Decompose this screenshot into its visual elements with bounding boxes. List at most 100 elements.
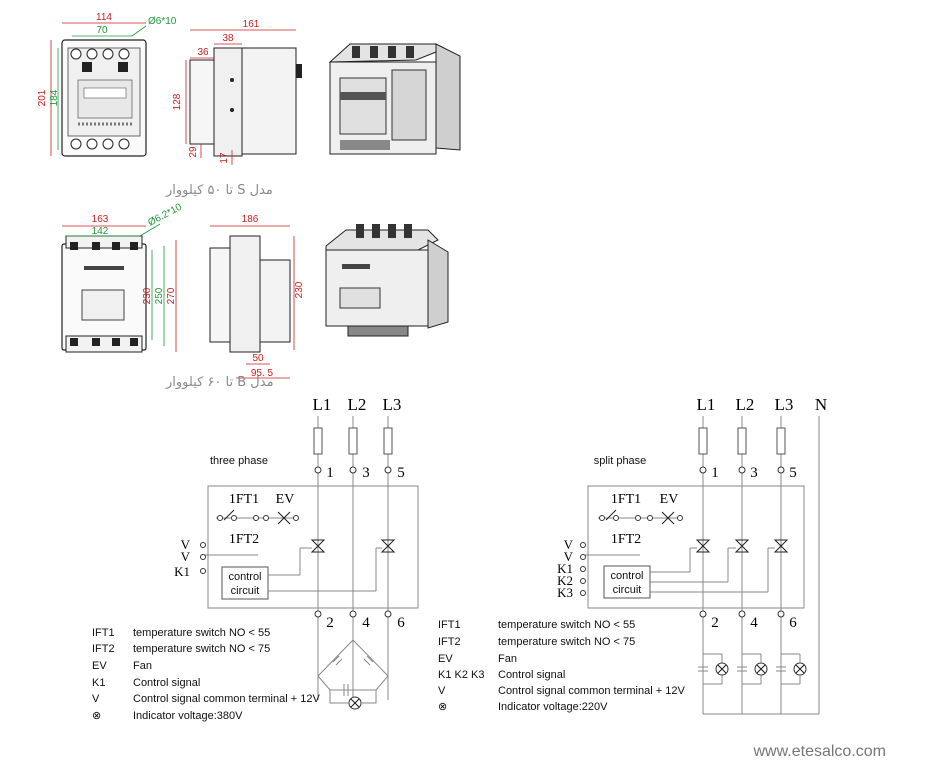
three-phase-input-k1: K1	[174, 564, 190, 579]
three-phase-circuit-label: circuit	[231, 585, 260, 597]
split-phase-title: split phase	[594, 455, 647, 467]
split-phase-terminal-4: 4	[750, 615, 758, 631]
model-b-depth: 186	[242, 214, 259, 225]
legend-left-code-4: K1	[92, 677, 105, 689]
three-phase-terminal-6: 6	[397, 615, 405, 631]
legend-left-desc-1: temperature switch NO < 55	[133, 627, 270, 639]
legend-left-desc-6: Indicator voltage:380V	[133, 710, 243, 722]
legend-left-indicator-icon: ⊗	[92, 710, 101, 722]
three-phase-label-l1: L1	[313, 395, 332, 414]
three-phase-ft2: 1FT2	[229, 532, 259, 547]
three-phase-ev: EV	[276, 492, 295, 507]
three-phase-terminal-2: 2	[326, 615, 334, 631]
model-b-h250: 250	[154, 287, 165, 304]
split-phase-input-k1: K1	[557, 561, 573, 576]
model-s-height: 201	[37, 89, 48, 106]
model-s-d17: 17	[219, 152, 230, 164]
legend-split-phase: IFT1 temperature switch NO < 55 IFT2 tem…	[438, 619, 685, 713]
model-b-caption: مدل B تا ۶۰ کیلووار	[165, 375, 274, 390]
model-b-width: 163	[92, 214, 109, 225]
split-phase-indicator-3	[776, 653, 807, 685]
legend-right-code-4: K1 K2 K3	[438, 669, 484, 681]
three-phase-title: three phase	[210, 455, 268, 467]
legend-right-code-1: IFT1	[438, 619, 461, 631]
legend-right-desc-5: Control signal common terminal + 12V	[498, 685, 685, 697]
legend-right-desc-4: Control signal	[498, 669, 565, 681]
legend-right-code-5: V	[438, 685, 446, 697]
legend-left-desc-4: Control signal	[133, 677, 200, 689]
split-phase-terminal-1: 1	[711, 465, 719, 481]
model-s-h128: 128	[172, 93, 183, 110]
legend-left-desc-5: Control signal common terminal + 12V	[133, 693, 320, 705]
model-b-inner-width: 142	[92, 226, 109, 237]
three-phase-label-l3: L3	[383, 395, 402, 414]
split-phase-label-l2: L2	[736, 395, 755, 414]
three-phase-terminal-1: 1	[326, 465, 334, 481]
split-phase-terminal-5: 5	[789, 465, 797, 481]
split-phase-control-label: control	[610, 570, 643, 582]
split-phase-label-l3: L3	[775, 395, 794, 414]
legend-right-code-3: EV	[438, 653, 453, 665]
model-s-front-view: 114 70 Ø6*10 201 184	[37, 12, 177, 157]
legend-left-code-2: IFT2	[92, 643, 115, 655]
three-phase-terminal-5: 5	[397, 465, 405, 481]
model-b-h270: 270	[166, 287, 177, 304]
three-phase-terminal-3: 3	[362, 465, 370, 481]
model-b-d50: 50	[252, 353, 264, 364]
model-b-hole: Ø6.2*10	[146, 202, 184, 229]
legend-right-desc-1: temperature switch NO < 55	[498, 619, 635, 631]
model-b-side-view: 186 230 50 95. 5	[209, 214, 305, 379]
three-phase-input-v1: V	[181, 537, 191, 552]
three-phase-ft1: 1FT1	[229, 492, 259, 507]
model-s-inner-width: 70	[96, 25, 108, 36]
model-s-width: 114	[96, 12, 112, 23]
model-b-front-view: 163 142 Ø6.2*10 230 250 270	[61, 202, 184, 353]
split-phase-label-n: N	[815, 395, 827, 414]
model-s-d29: 29	[188, 146, 199, 158]
legend-right-code-2: IFT2	[438, 636, 461, 648]
split-phase-circuit-label: circuit	[613, 584, 642, 596]
split-phase-input-k2: K2	[557, 573, 573, 588]
split-phase-terminal-2: 2	[711, 615, 719, 631]
split-phase-input-v2: V	[564, 549, 574, 564]
model-s-hole: Ø6*10	[148, 16, 177, 27]
split-phase-terminal-3: 3	[750, 465, 758, 481]
model-b-h230: 230	[142, 287, 153, 304]
model-s-d36: 36	[197, 47, 209, 58]
three-phase-control-label: control	[228, 571, 261, 583]
model-b-product-drawing	[325, 224, 449, 337]
legend-right-desc-3: Fan	[498, 653, 517, 665]
website-url: www.etesalco.com	[753, 743, 887, 760]
split-phase-label-l1: L1	[697, 395, 716, 414]
split-phase-indicator-2	[737, 653, 768, 685]
split-phase-ev: EV	[660, 492, 679, 507]
model-s-side-view: 161 38 36 128 29 17	[172, 19, 302, 165]
model-s-caption: مدل S تا ۵۰ کیلووار	[165, 183, 273, 198]
split-phase-ft1: 1FT1	[611, 492, 641, 507]
three-phase-diagram: L1 L2 L3 1 3 5 three phase 1FT1 EV 1FT2 …	[174, 395, 419, 710]
split-phase-input-k3: K3	[557, 585, 573, 600]
legend-left-code-1: IFT1	[92, 627, 115, 639]
model-b-side-h230: 230	[294, 281, 305, 298]
three-phase-terminal-4: 4	[362, 615, 370, 631]
legend-right-indicator-icon: ⊗	[438, 701, 447, 713]
legend-right-desc-2: temperature switch NO < 75	[498, 636, 635, 648]
model-s-depth: 161	[243, 19, 260, 30]
three-phase-label-l2: L2	[348, 395, 367, 414]
legend-right-desc-6: Indicator voltage:220V	[498, 701, 608, 713]
legend-left-desc-3: Fan	[133, 660, 152, 672]
model-s-d38: 38	[222, 33, 234, 44]
legend-left-code-5: V	[92, 693, 100, 705]
model-s-inner-height: 184	[49, 89, 60, 106]
split-phase-input-v1: V	[564, 537, 574, 552]
legend-left-desc-2: temperature switch NO < 75	[133, 643, 270, 655]
legend-three-phase: IFT1 temperature switch NO < 55 IFT2 tem…	[92, 627, 320, 722]
split-phase-ft2: 1FT2	[611, 532, 641, 547]
split-phase-terminal-6: 6	[789, 615, 797, 631]
split-phase-diagram: L1 L2 L3 N 1 3 5 split phase 1FT1 EV 1FT…	[557, 395, 827, 715]
model-s-product-drawing	[328, 43, 461, 155]
three-phase-input-v2: V	[181, 549, 191, 564]
model-b-d955: 95. 5	[251, 368, 274, 379]
legend-left-code-3: EV	[92, 660, 107, 672]
